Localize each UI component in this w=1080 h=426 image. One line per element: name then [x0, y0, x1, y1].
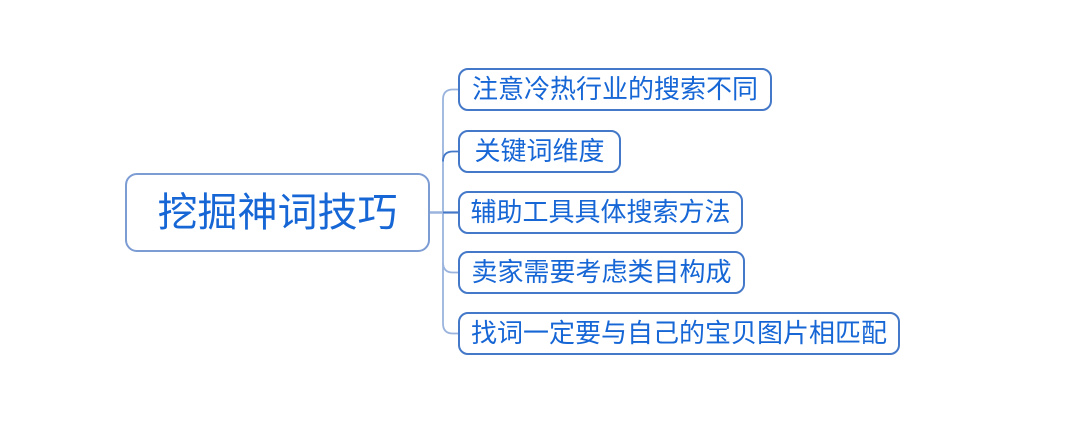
branch-node-label: 注意冷热行业的搜索不同 [471, 74, 758, 104]
branch-node-match-product-image[interactable]: 找词一定要与自己的宝贝图片相匹配 [458, 312, 900, 355]
branch-node-search-difference[interactable]: 注意冷热行业的搜索不同 [458, 68, 772, 111]
connector-branch-keyword-dimension [442, 150, 458, 162]
connector-branch-category [442, 262, 458, 274]
branch-node-tools-method[interactable]: 辅助工具具体搜索方法 [458, 191, 743, 234]
branch-node-keyword-dimension[interactable]: 关键词维度 [458, 130, 621, 173]
branch-node-label: 卖家需要考虑类目构成 [471, 257, 732, 287]
branch-node-label: 找词一定要与自己的宝贝图片相匹配 [470, 318, 887, 348]
branch-node-category-composition[interactable]: 卖家需要考虑类目构成 [458, 251, 745, 294]
branch-node-label: 关键词维度 [474, 136, 605, 166]
branch-node-label: 辅助工具具体搜索方法 [470, 197, 731, 227]
root-node[interactable]: 挖掘神词技巧 [125, 173, 430, 252]
root-node-label: 挖掘神词技巧 [157, 189, 398, 235]
connector-trunk-with-end-branches [442, 88, 458, 335]
